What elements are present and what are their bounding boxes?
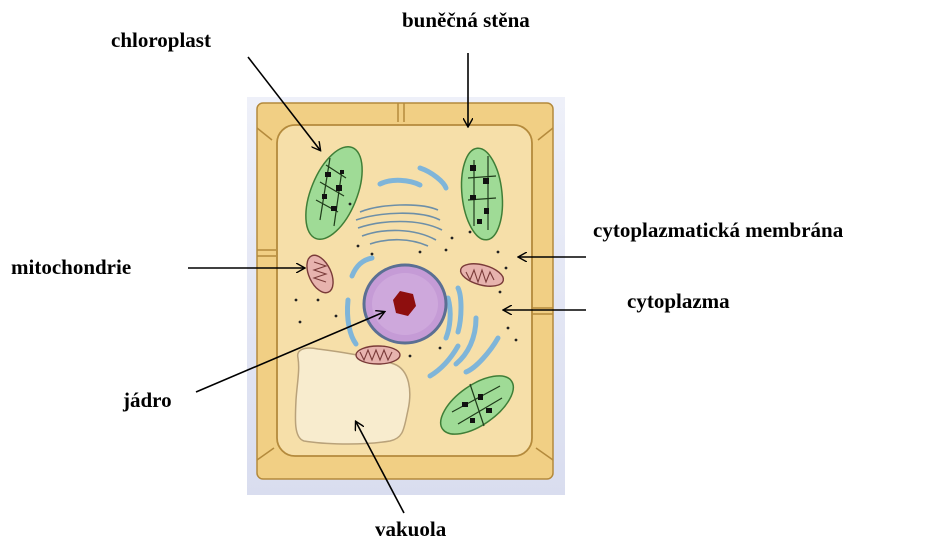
mitochondrion-bottom bbox=[356, 346, 400, 364]
label-chloroplast: chloroplast bbox=[111, 30, 211, 51]
label-vacuole: vakuola bbox=[375, 519, 446, 540]
label-cytoplasm: cytoplazma bbox=[627, 291, 730, 312]
nucleus bbox=[364, 265, 446, 343]
label-plasma-membrane: cytoplazmatická membrána bbox=[593, 220, 843, 241]
label-cell-wall: buněčná stěna bbox=[402, 10, 530, 31]
label-mitochondria: mitochondrie bbox=[11, 257, 131, 278]
label-nucleus: jádro bbox=[123, 390, 172, 411]
